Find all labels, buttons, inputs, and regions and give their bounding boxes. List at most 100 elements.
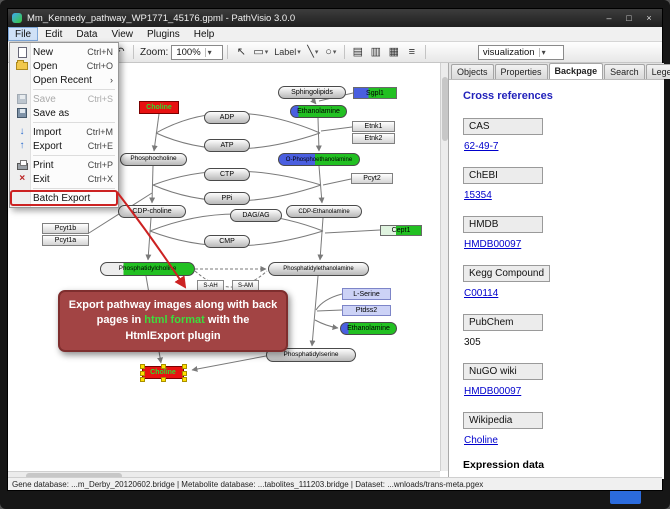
menu-item-shortcut: Ctrl+M <box>86 127 113 137</box>
pathway-node-sphingolipids[interactable]: Sphingolipids <box>278 86 346 99</box>
pathway-node-etnk1[interactable]: Etnk1 <box>352 121 395 132</box>
xref-value-kegg-compound[interactable]: C00114 <box>464 288 499 299</box>
pathway-node-phosphatidylcholine[interactable]: Phosphatidylcholine <box>100 262 195 276</box>
menu-item-shortcut: Ctrl+P <box>87 160 113 170</box>
distribute-button[interactable]: ▦ <box>385 44 403 61</box>
annotation-callout: Export pathway images along with back pa… <box>58 290 288 353</box>
xref-value-nugo-wiki[interactable]: HMDB00097 <box>464 386 522 397</box>
app-icon <box>12 13 22 23</box>
pathway-node-ethanolamine[interactable]: Ethanolamine <box>340 322 397 335</box>
pathway-node-cept1[interactable]: Cept1 <box>380 225 422 236</box>
menu-data[interactable]: Data <box>76 28 98 40</box>
maximize-button[interactable]: □ <box>626 12 632 23</box>
menu-edit[interactable]: Edit <box>45 28 63 40</box>
menu-file[interactable]: File <box>8 27 39 41</box>
selection-handle[interactable] <box>161 377 166 382</box>
pathway-node-pcyt1b[interactable]: Pcyt1b <box>42 223 89 234</box>
pathway-node-ptdss2[interactable]: Ptdss2 <box>342 305 391 316</box>
selection-handle[interactable] <box>140 364 145 369</box>
selection-handle[interactable] <box>161 364 166 369</box>
xref-value-cas[interactable]: 62-49-7 <box>464 141 499 152</box>
xref-value-chebi[interactable]: 15354 <box>464 190 492 201</box>
pathway-node-cdp-ethanolamine[interactable]: CDP-Ethanolamine <box>286 205 362 218</box>
zoom-combobox[interactable]: 100% ▾ <box>171 44 224 60</box>
align-vertical-icon: ▥ <box>370 45 382 58</box>
chevron-down-icon: ▾ <box>538 47 546 57</box>
selection-handle[interactable] <box>140 370 145 376</box>
side-panel-tabs: ObjectsPropertiesBackpageSearchLegend <box>449 63 670 80</box>
pathway-node-phosphatidylserine[interactable]: Phosphatidylserine <box>266 348 356 362</box>
pathway-node-phosphatidylethanolamine[interactable]: Phosphatidylethanolamine <box>268 262 369 276</box>
pathway-node-sgpl1[interactable]: Sgpl1 <box>353 87 397 99</box>
tab-legend[interactable]: Legend <box>645 64 670 79</box>
pathway-node-o-phosphoethanolamine[interactable]: O-Phosphoethanolamine <box>278 153 360 166</box>
selection-handle[interactable] <box>182 377 187 382</box>
pathway-node-ethanolamine[interactable]: Ethanolamine <box>290 105 347 118</box>
export-icon: ↑ <box>13 141 31 151</box>
pathway-node-cdp-choline[interactable]: CDP-choline <box>118 205 186 218</box>
annotation-text: Export pathway images along with back pa… <box>68 299 278 327</box>
pathway-node-ctp[interactable]: CTP <box>204 168 250 181</box>
pathway-node-adp[interactable]: ADP <box>204 111 250 124</box>
xref-value-hmdb[interactable]: HMDB00097 <box>464 239 522 250</box>
menu-plugins[interactable]: Plugins <box>146 28 180 40</box>
align-horizontal-button[interactable]: ▤ <box>349 44 367 61</box>
align-vertical-button[interactable]: ▥ <box>367 44 385 61</box>
annotation-highlight: html format <box>144 314 205 327</box>
shape-tool-button[interactable]: ○▾ <box>322 44 340 61</box>
xref-value-wikipedia[interactable]: Choline <box>464 435 498 446</box>
undo-button[interactable]: ↶ <box>111 44 129 61</box>
zoom-value: 100% <box>176 46 201 58</box>
stack-button[interactable]: ≡ <box>403 44 421 61</box>
pathway-node-pcyt1a[interactable]: Pcyt1a <box>42 235 89 246</box>
label-tool-button[interactable]: Label▾ <box>271 44 304 61</box>
canvas-horizontal-scrollbar[interactable] <box>8 471 440 479</box>
pathway-node-atp[interactable]: ATP <box>204 139 250 152</box>
pathway-node-l-serine[interactable]: L-Serine <box>342 288 391 300</box>
menu-item-save-as[interactable]: Save as <box>11 106 117 120</box>
scrollbar-thumb[interactable] <box>442 77 448 141</box>
selection-handle[interactable] <box>182 370 187 376</box>
menu-item-label: Open Recent <box>33 74 92 86</box>
pathway-node-choline[interactable]: Choline <box>140 364 187 382</box>
menu-item-open-recent[interactable]: Open Recent› <box>11 73 117 87</box>
toolbar-separator <box>424 45 426 59</box>
scrollbar-thumb[interactable] <box>26 473 122 479</box>
pathway-node-pcyt2[interactable]: Pcyt2 <box>351 173 393 184</box>
print-icon <box>13 160 31 170</box>
selection-handle[interactable] <box>140 377 145 382</box>
canvas-vertical-scrollbar[interactable] <box>440 63 448 471</box>
datanode-tool-button[interactable]: ▭▾ <box>250 44 271 61</box>
tab-backpage[interactable]: Backpage <box>548 63 604 79</box>
menu-view[interactable]: View <box>111 28 133 40</box>
tab-objects[interactable]: Objects <box>451 64 494 79</box>
pathway-node-ppi[interactable]: PPi <box>204 192 250 205</box>
chevron-down-icon: ▾ <box>332 49 337 56</box>
tab-search[interactable]: Search <box>604 64 645 79</box>
visualization-combobox[interactable]: visualization ▾ <box>477 44 564 60</box>
import-icon: ↓ <box>13 127 31 137</box>
selection-handle[interactable] <box>182 364 187 369</box>
tab-properties[interactable]: Properties <box>494 64 548 79</box>
pathway-node-etnk2[interactable]: Etnk2 <box>352 133 395 144</box>
pathway-node-cmp[interactable]: CMP <box>204 235 250 248</box>
menu-item-batch-export[interactable]: Batch Export <box>10 190 118 206</box>
minimize-button[interactable]: – <box>606 12 612 23</box>
pathway-node-phosphocholine[interactable]: Phosphocholine <box>120 153 187 166</box>
pathway-node-dag-ag[interactable]: DAG/AG <box>230 209 282 222</box>
line-tool-button[interactable]: ╲▾ <box>304 44 322 61</box>
pathway-node-choline[interactable]: Choline <box>139 101 179 114</box>
close-button[interactable]: × <box>646 12 652 23</box>
select-tool-button[interactable]: ↖ <box>232 44 250 61</box>
menu-help[interactable]: Help <box>193 28 215 40</box>
